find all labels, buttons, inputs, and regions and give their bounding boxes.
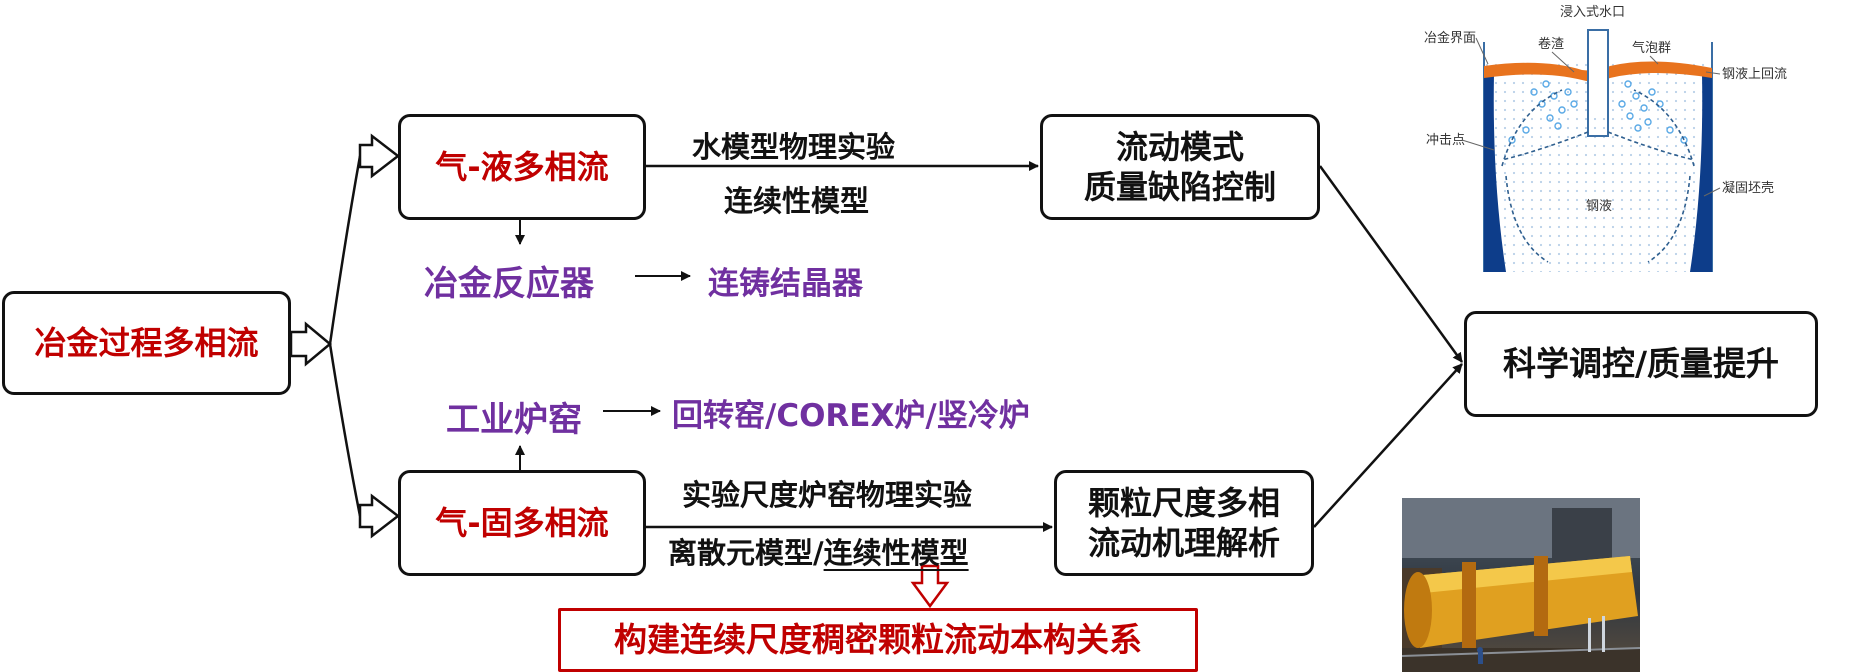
- fig-label-interface: 冶金界面: [1424, 30, 1476, 46]
- label-kiln-types: 回转窑/COREX炉/竖冷炉: [672, 398, 1030, 434]
- label-kiln-experiment: 实验尺度炉窑物理实验: [682, 478, 973, 512]
- fig-label-upper-backflow: 钢液上回流: [1722, 67, 1787, 82]
- bubble-group: [1508, 80, 1688, 144]
- label-caster-mold: 连铸结晶器: [708, 266, 863, 302]
- gas-liquid-box: 气-液多相流: [398, 114, 646, 220]
- hollow-arrow-down: [910, 564, 950, 609]
- particle-box: 颗粒尺度多相 流动机理解析: [1054, 470, 1314, 576]
- flow-curves: [1501, 89, 1695, 263]
- flow-pattern-line2: 质量缺陷控制: [1083, 168, 1276, 206]
- gas-solid-label: 气-固多相流: [435, 504, 609, 542]
- label-metallurgical-reactor: 冶金反应器: [424, 264, 594, 304]
- mold-schematic-figure: 浸入式水口 冶金界面 卷渣 气泡群 钢液上回流 冲击点 钢液 凝固坯壳: [1422, 0, 1850, 276]
- fig-label-molten-steel: 钢液: [1586, 199, 1612, 214]
- label-dem-prefix: 离散元模型/: [668, 536, 824, 570]
- label-continuum-model: 连续性模型: [724, 184, 870, 218]
- label-water-model: 水模型物理实验: [692, 130, 896, 164]
- arrow-particle-to-science: [1313, 363, 1463, 528]
- constitutive-box: 构建连续尺度稠密颗粒流动本构关系: [558, 608, 1198, 672]
- fork-line-upper: [328, 155, 362, 345]
- shell-right-shape: [1690, 74, 1712, 272]
- science-box: 科学调控/质量提升: [1464, 311, 1818, 417]
- rotary-kiln-svg: [1402, 498, 1640, 672]
- gas-solid-box: 气-固多相流: [398, 470, 646, 576]
- constitutive-label: 构建连续尺度稠密颗粒流动本构关系: [614, 620, 1142, 660]
- flow-pattern-line1: 流动模式: [1115, 128, 1244, 166]
- label-industrial-kiln: 工业炉窑: [446, 400, 582, 440]
- fig-label-entrainment: 卷渣: [1538, 36, 1564, 52]
- label-dem-underlined: 连续性模型: [823, 536, 969, 570]
- hollow-arrow-lower: [358, 493, 401, 539]
- particle-line1: 颗粒尺度多相: [1087, 484, 1280, 522]
- science-label: 科学调控/质量提升: [1502, 344, 1780, 384]
- arrow-flow-to-science: [1318, 165, 1464, 363]
- rotary-kiln-photo: [1402, 498, 1640, 672]
- fork-line-lower: [328, 343, 362, 517]
- fig-label-nozzle: 浸入式水口: [1560, 5, 1625, 20]
- hollow-arrow-main: [289, 321, 332, 367]
- flow-pattern-box: 流动模式 质量缺陷控制: [1040, 114, 1320, 220]
- mold-schematic-svg: 浸入式水口 冶金界面 卷渣 气泡群 钢液上回流 冲击点 钢液 凝固坯壳: [1424, 5, 1787, 272]
- main-box: 冶金过程多相流: [2, 291, 291, 395]
- particle-line2: 流动机理解析: [1087, 524, 1280, 562]
- label-dem-model: 离散元模型/连续性模型: [668, 530, 969, 572]
- gas-liquid-label: 气-液多相流: [435, 148, 609, 186]
- shell-left-shape: [1484, 74, 1506, 272]
- hollow-arrow-upper: [358, 133, 401, 179]
- fig-label-shell: 凝固坯壳: [1722, 180, 1774, 196]
- fig-label-impact-point: 冲击点: [1426, 133, 1465, 148]
- fig-label-bubble-curtain: 气泡群: [1632, 40, 1671, 56]
- main-box-label: 冶金过程多相流: [34, 324, 259, 362]
